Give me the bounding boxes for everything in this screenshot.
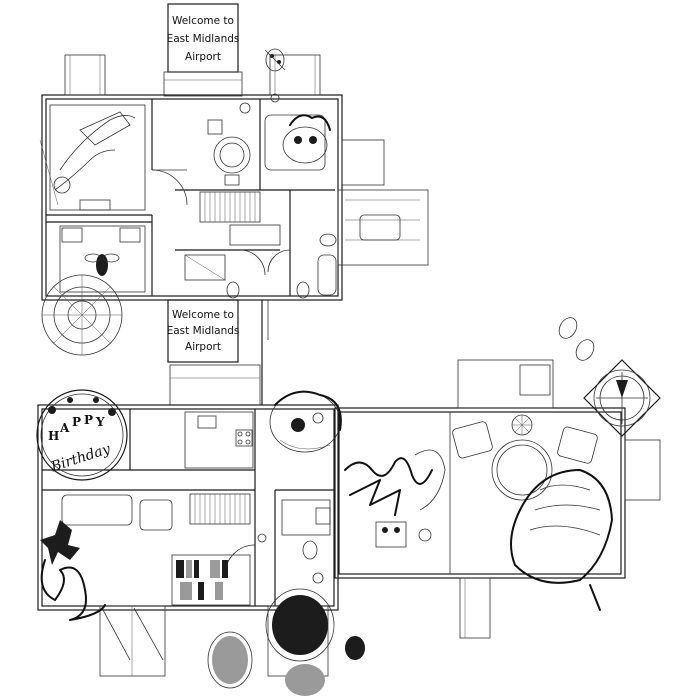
lounge-wing (334, 359, 661, 639)
plant-left (40, 520, 80, 565)
lower-stairs (189, 493, 251, 525)
mandala-left (41, 274, 123, 356)
shoes-icon (558, 317, 595, 361)
birthday-letter-p2: P (84, 413, 93, 427)
sign-top-line2: East Midlands (167, 33, 240, 45)
birthday-cake: H A P P Y Birthday (36, 389, 128, 481)
armchair-animal (264, 114, 331, 171)
birthday-letter-h: H (48, 429, 59, 443)
sign-top-line1: Welcome to (172, 15, 234, 27)
central-core: Welcome to East Midlands Airport (167, 299, 269, 406)
airport-sign-top: Welcome to East Midlands Airport (163, 3, 243, 97)
sign-middle-line3: Airport (185, 341, 221, 353)
bed-with-figure (39, 104, 146, 211)
pinecones (207, 588, 365, 696)
sign-top-line3: Airport (185, 51, 221, 63)
bookshelf (171, 554, 251, 606)
ladybug-icon (264, 48, 286, 72)
compass-icon (583, 359, 661, 437)
small-flowers (239, 93, 432, 584)
sign-middle-line2: East Midlands (167, 325, 240, 337)
birthday-letter-y: Y (95, 415, 105, 429)
upper-stairs (199, 191, 261, 223)
upper-apartment (39, 54, 429, 301)
round-table (207, 119, 251, 186)
glove-drawing (510, 469, 613, 611)
sign-middle-line1: Welcome to (172, 309, 234, 321)
birthday-letter-p1: P (72, 415, 81, 429)
bed-with-bee (59, 225, 146, 293)
red-scribble (40, 559, 106, 621)
birthday-letter-a: A (59, 421, 70, 435)
lower-apartment (37, 404, 339, 677)
owl-drawing (269, 390, 342, 453)
